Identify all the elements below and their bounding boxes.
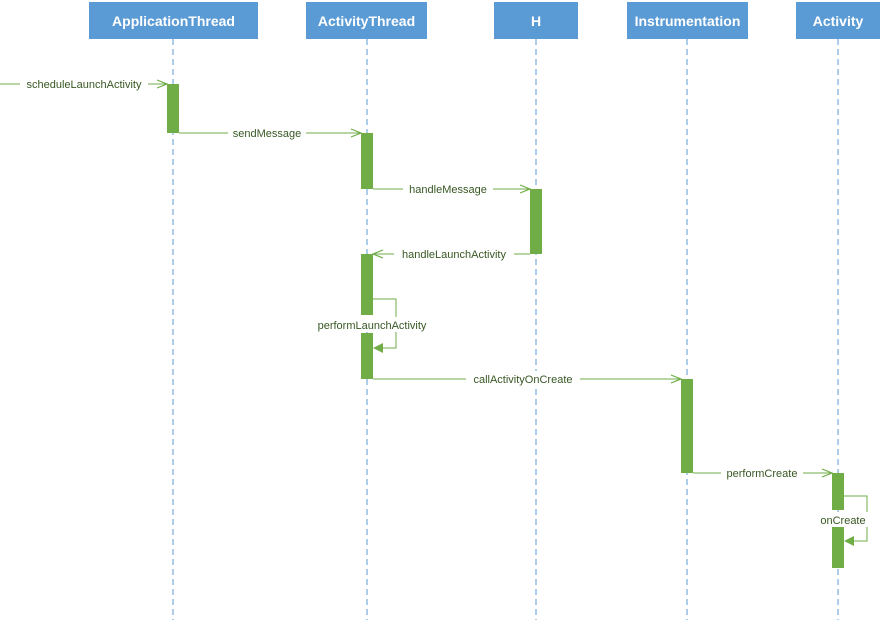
participant-activity-thread: ActivityThread [306, 2, 427, 39]
message-label-handle-launch-activity: handleLaunchActivity [402, 249, 506, 261]
message-label-on-create: onCreate [820, 515, 865, 527]
activation-bar [361, 333, 373, 379]
activation-bar [361, 254, 373, 315]
message-label-schedule-launch-activity: scheduleLaunchActivity [27, 79, 142, 91]
participant-label: Instrumentation [634, 12, 741, 29]
participant-application-thread: ApplicationThread [89, 2, 258, 39]
participant-activity: Activity [796, 2, 880, 39]
participant-label: ActivityThread [317, 12, 416, 29]
activation-bar [361, 133, 373, 189]
activation-bar [832, 473, 844, 510]
message-label-perform-create: performCreate [727, 468, 798, 480]
activation-bar [530, 189, 542, 254]
participant-instrumentation: Instrumentation [627, 2, 748, 39]
participant-label: Activity [812, 12, 864, 29]
message-label-perform-launch-activity: performLaunchActivity [318, 320, 427, 332]
activation-bar [167, 84, 179, 133]
message-label-send-message: sendMessage [233, 128, 302, 140]
activation-bars [167, 84, 844, 568]
participant-label: ApplicationThread [112, 12, 235, 29]
activation-bar [832, 527, 844, 568]
activation-bar [681, 379, 693, 473]
participant-label: H [530, 12, 542, 29]
messages: scheduleLaunchActivity sendMessage handl… [0, 76, 870, 546]
message-label-call-activity-on-create: callActivityOnCreate [473, 374, 572, 386]
message-label-handle-message: handleMessage [409, 184, 487, 196]
participant-h: H [494, 2, 578, 39]
